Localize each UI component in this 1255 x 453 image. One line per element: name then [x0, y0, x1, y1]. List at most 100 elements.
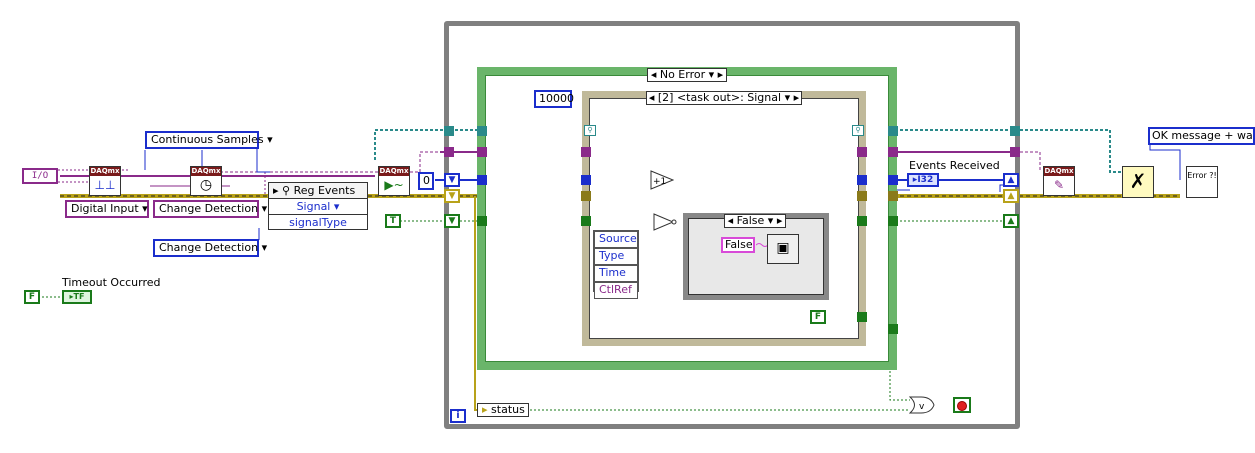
tunnel-purple-2	[477, 147, 487, 157]
one-button-dialog-node[interactable]: ▣	[767, 234, 799, 264]
signal-type-value: Change Detection	[159, 241, 259, 254]
tunnel-blue-2	[477, 175, 487, 185]
event-field-type: Type	[594, 248, 638, 265]
simple-error-handler-node[interactable]: Error ?!	[1186, 166, 1218, 198]
status-label: status	[491, 403, 525, 416]
daqmx-tag: DAQmx	[90, 167, 120, 176]
next-arrow-icon: ▸	[793, 91, 800, 104]
reg-events-signal-label: Signal	[296, 200, 331, 213]
dropdown-arrow-icon: ▾	[333, 200, 340, 213]
dialog-icon: ▣	[776, 240, 790, 256]
tunnel-bool-4	[857, 216, 867, 226]
reg-events-icon: ▸ ⚲	[273, 184, 291, 197]
false-constant[interactable]: F	[24, 290, 40, 304]
events-received-label: Events Received	[909, 159, 1000, 172]
ok-message-constant[interactable]: OK message + warnings	[1148, 127, 1255, 145]
timing-type-enum[interactable]: Change Detection ▾	[153, 200, 267, 218]
timeout-constant[interactable]: 10000	[534, 90, 574, 108]
string-wire	[756, 243, 768, 247]
tunnel-teal-5	[888, 126, 898, 136]
event-field-ctlref: CtlRef	[594, 282, 638, 299]
true-constant[interactable]: T	[385, 214, 401, 228]
tunnel-purple-4	[857, 147, 867, 157]
status-unbundle: ▸ status	[477, 403, 529, 417]
unregister-events-node[interactable]: ✗	[1122, 166, 1154, 198]
event-selector-label: [2] <task out>: Signal	[657, 91, 782, 104]
stop-false-value: F	[814, 312, 822, 322]
or-shape: v	[908, 396, 935, 414]
increment-shape: +1	[650, 170, 675, 190]
tunnel-blue-5	[888, 175, 898, 185]
next-arrow-icon: ▸	[776, 214, 783, 227]
tunnel-blue-4	[857, 175, 867, 185]
loop-iteration-terminal: i	[450, 409, 466, 423]
dropdown-arrow-icon: ▾	[267, 133, 273, 146]
or-node: v	[908, 396, 935, 414]
tunnel-purple-5	[888, 147, 898, 157]
reg-events-row-signaltype[interactable]: signalType	[269, 215, 367, 230]
daqmx-start-node[interactable]: DAQmx ▶~	[378, 166, 410, 196]
dropdown-arrow-icon: ▾	[767, 214, 774, 227]
shift-register-left-blue: ▼	[444, 173, 460, 187]
increment-outline: +1	[650, 170, 675, 190]
tunnel-purple	[444, 147, 454, 157]
measurement-type-value: Digital Input	[71, 202, 139, 215]
io-constant[interactable]: I/O	[22, 168, 58, 184]
zero-value: 0	[423, 174, 430, 187]
shift-register-left-bool: ▼	[444, 214, 460, 228]
daqmx-clear-task-node[interactable]: DAQmx ✎	[1043, 166, 1075, 196]
no-error-case-selector[interactable]: ◂ No Error ▾ ▸	[647, 68, 727, 82]
ok-message-value: OK message + warnings	[1152, 129, 1253, 142]
tunnel-error-3	[581, 191, 591, 201]
false-value: F	[28, 292, 36, 302]
false-string-value: False	[725, 238, 753, 251]
error-handler-label: Error ?!	[1187, 171, 1217, 180]
signal-type-enum[interactable]: Change Detection ▾	[153, 239, 267, 257]
tunnel-teal	[444, 126, 454, 136]
plus-one-text: +1	[653, 177, 666, 187]
prev-arrow-icon: ◂	[650, 68, 657, 81]
timeout-occurred-indicator: ▸TF	[62, 290, 92, 304]
prev-arrow-icon: ◂	[648, 91, 655, 104]
tunnel-error-5	[888, 191, 898, 201]
false-string-constant[interactable]: False	[721, 237, 755, 253]
timing-type-value: Change Detection	[159, 202, 259, 215]
daqmx-create-channel-node[interactable]: DAQmx ⊥⊥	[89, 166, 121, 196]
dropdown-arrow-icon: ▾	[142, 202, 148, 215]
stop-icon	[957, 401, 967, 411]
clock-icon: ◷	[199, 177, 213, 193]
shift-register-right-error: ▲	[1003, 189, 1019, 203]
reg-events-row-signal[interactable]: Signal ▾	[269, 199, 367, 215]
channel-icon: ⊥⊥	[94, 178, 116, 192]
zero-constant[interactable]: 0	[418, 172, 434, 190]
false-case-label: False	[736, 214, 765, 227]
play-icon: ▶~	[384, 178, 404, 192]
unregister-x-icon: ✗	[1129, 169, 1147, 193]
reg-events-signaltype-label: signalType	[289, 216, 347, 229]
dropdown-arrow-icon: ▾	[261, 202, 268, 215]
daqmx-tag: DAQmx	[191, 167, 221, 176]
false-case-selector[interactable]: ◂ False ▾ ▸	[724, 214, 786, 228]
tunnel-error-4	[857, 191, 867, 201]
daqmx-timing-node[interactable]: DAQmx ◷	[190, 166, 222, 196]
tunnel-bool-2	[477, 216, 487, 226]
svg-text:v: v	[919, 402, 925, 412]
event-case-selector[interactable]: ◂ [2] <task out>: Signal ▾ ▸	[646, 91, 802, 105]
true-value: T	[389, 216, 397, 226]
event-field-time: Time	[594, 265, 638, 282]
dropdown-arrow-icon: ▾	[708, 68, 715, 81]
timeout-occurred-label: Timeout Occurred	[62, 276, 161, 289]
shift-register-left-error: ▼	[444, 189, 460, 203]
i32-label: I32	[917, 175, 934, 185]
events-received-indicator: ▸I32	[907, 173, 939, 187]
tunnel-stop-5	[888, 324, 898, 334]
register-events-node[interactable]: ▸ ⚲ Reg Events Signal ▾ signalType	[268, 182, 368, 230]
daqmx-tag: DAQmx	[1044, 167, 1074, 176]
loop-stop-terminal[interactable]	[953, 397, 971, 413]
measurement-type-enum[interactable]: Digital Input ▾	[65, 200, 149, 218]
io-label: I/O	[31, 171, 49, 181]
sample-mode-enum[interactable]: Continuous Samples ▾	[145, 131, 273, 149]
tunnel-bool-5	[888, 216, 898, 226]
stop-false-constant[interactable]: F	[810, 310, 826, 324]
daqmx-tag: DAQmx	[379, 167, 409, 176]
